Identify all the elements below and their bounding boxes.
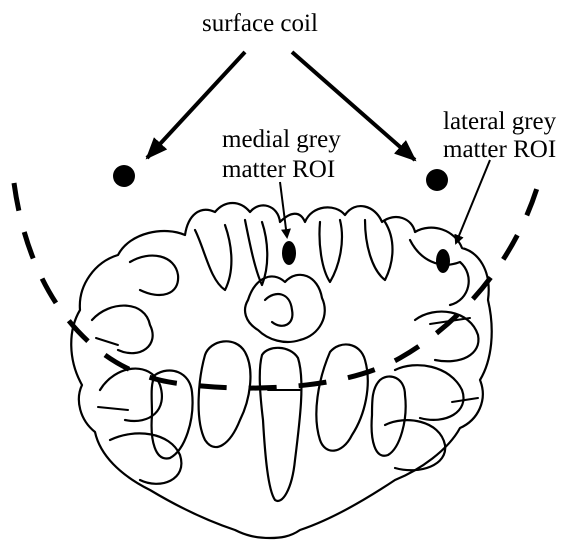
medial-roi-marker	[282, 241, 296, 265]
surface-coil-label: surface coil	[202, 10, 318, 37]
left-folia-1	[130, 256, 178, 295]
vermis-inner	[265, 294, 292, 326]
lateral-roi-arrow	[456, 160, 490, 243]
left-folia-6	[245, 220, 267, 285]
right-inner-lobule	[372, 376, 406, 455]
medial-roi-label-line2: matter ROI	[222, 156, 335, 183]
medial-roi-arrow	[280, 182, 287, 237]
right-folia-1	[319, 220, 341, 282]
vermis-upper	[245, 275, 325, 342]
lateral-roi-label-line1: lateral grey	[443, 108, 557, 135]
right-tick-1	[452, 398, 478, 402]
lateral-roi-label-line2: matter ROI	[443, 136, 556, 163]
lateral-roi-marker	[436, 249, 450, 273]
central-right-lobe	[316, 344, 367, 450]
cerebellum-outer-outline	[71, 203, 491, 538]
left-tick-1	[98, 407, 128, 410]
right-folia-6	[385, 420, 445, 470]
medial-roi-label-line1: medial grey	[222, 126, 341, 153]
left-folia-5	[195, 225, 231, 290]
coil-dot-right	[426, 169, 448, 191]
coil-sensitivity-arc	[14, 178, 540, 388]
central-left-lobe	[199, 341, 251, 447]
left-folia-2	[92, 306, 153, 354]
coil-dot-left	[113, 165, 135, 187]
right-folia-2	[365, 220, 393, 280]
right-folia-3	[410, 240, 469, 305]
left-tick-2	[96, 338, 118, 345]
central-stem	[260, 348, 302, 501]
